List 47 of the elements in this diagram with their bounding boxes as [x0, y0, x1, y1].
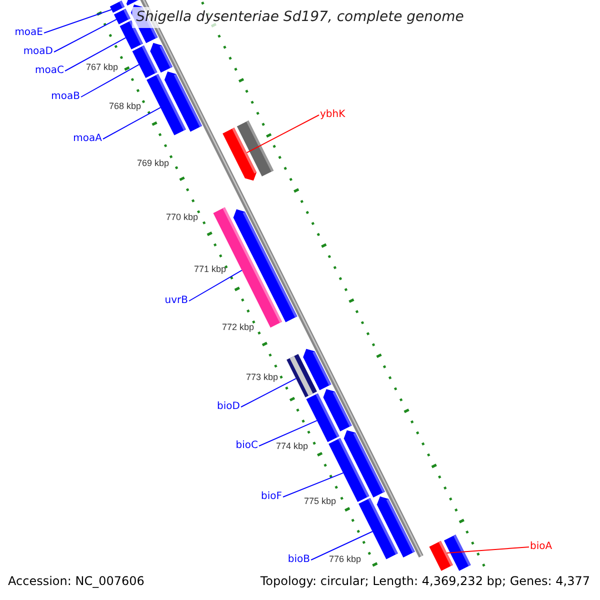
- gene-label: uvrB: [164, 295, 188, 307]
- accession-text: Accession: NC_007606: [6, 574, 146, 588]
- leader-line: [80, 64, 140, 98]
- leader-line: [54, 18, 117, 52]
- gene-label: moaB: [51, 91, 80, 103]
- gene-label: bioB: [288, 554, 310, 566]
- leader-line: [64, 37, 126, 72]
- gene-label: bioC: [236, 440, 258, 452]
- gene-bar: [444, 534, 471, 571]
- gene-bar: [114, 8, 130, 24]
- position-label: 769 kbp: [136, 158, 170, 169]
- gene-bar: [236, 120, 274, 176]
- gene-bar: [110, 0, 125, 13]
- gene-label: moaC: [35, 65, 64, 77]
- position-label: 773 kbp: [246, 372, 278, 383]
- gene-label: moaE: [14, 27, 43, 39]
- leader-line: [258, 420, 318, 446]
- position-label: 776 kbp: [328, 554, 362, 565]
- position-label: 774 kbp: [276, 441, 308, 452]
- gene-bar: [376, 496, 415, 558]
- position-label: 772 kbp: [222, 322, 254, 333]
- gene-bar: [323, 389, 352, 432]
- gene-bar: [164, 72, 202, 132]
- gene-label: bioA: [530, 541, 552, 553]
- position-label: 775 kbp: [304, 496, 336, 507]
- gene-bar: [303, 348, 332, 390]
- genome-info-text: Topology: circular; Length: 4,369,232 bp; Genes: 4,377: [258, 574, 592, 588]
- position-label: 767 kbp: [86, 62, 118, 73]
- leader-line: [310, 531, 373, 560]
- gene-bar: [150, 42, 173, 73]
- leader-line: [240, 378, 296, 408]
- gene-bar: [126, 0, 139, 6]
- gene-label: ybhK: [320, 109, 346, 121]
- gene-label: bioF: [261, 491, 282, 503]
- gene-label: moaD: [23, 46, 53, 58]
- gene-bar: [344, 430, 385, 498]
- leader-line: [246, 114, 320, 154]
- position-label: 770 kbp: [166, 212, 198, 223]
- leader-line: [446, 546, 530, 554]
- gene-label: moaA: [73, 133, 102, 145]
- leader-line: [44, 9, 112, 34]
- gene-label: bioD: [217, 401, 240, 413]
- position-label: 768 kbp: [108, 101, 142, 112]
- gene-bar: [233, 209, 298, 322]
- leader-line: [188, 270, 242, 302]
- leader-line: [102, 107, 161, 140]
- position-label: 771 kbp: [194, 264, 226, 275]
